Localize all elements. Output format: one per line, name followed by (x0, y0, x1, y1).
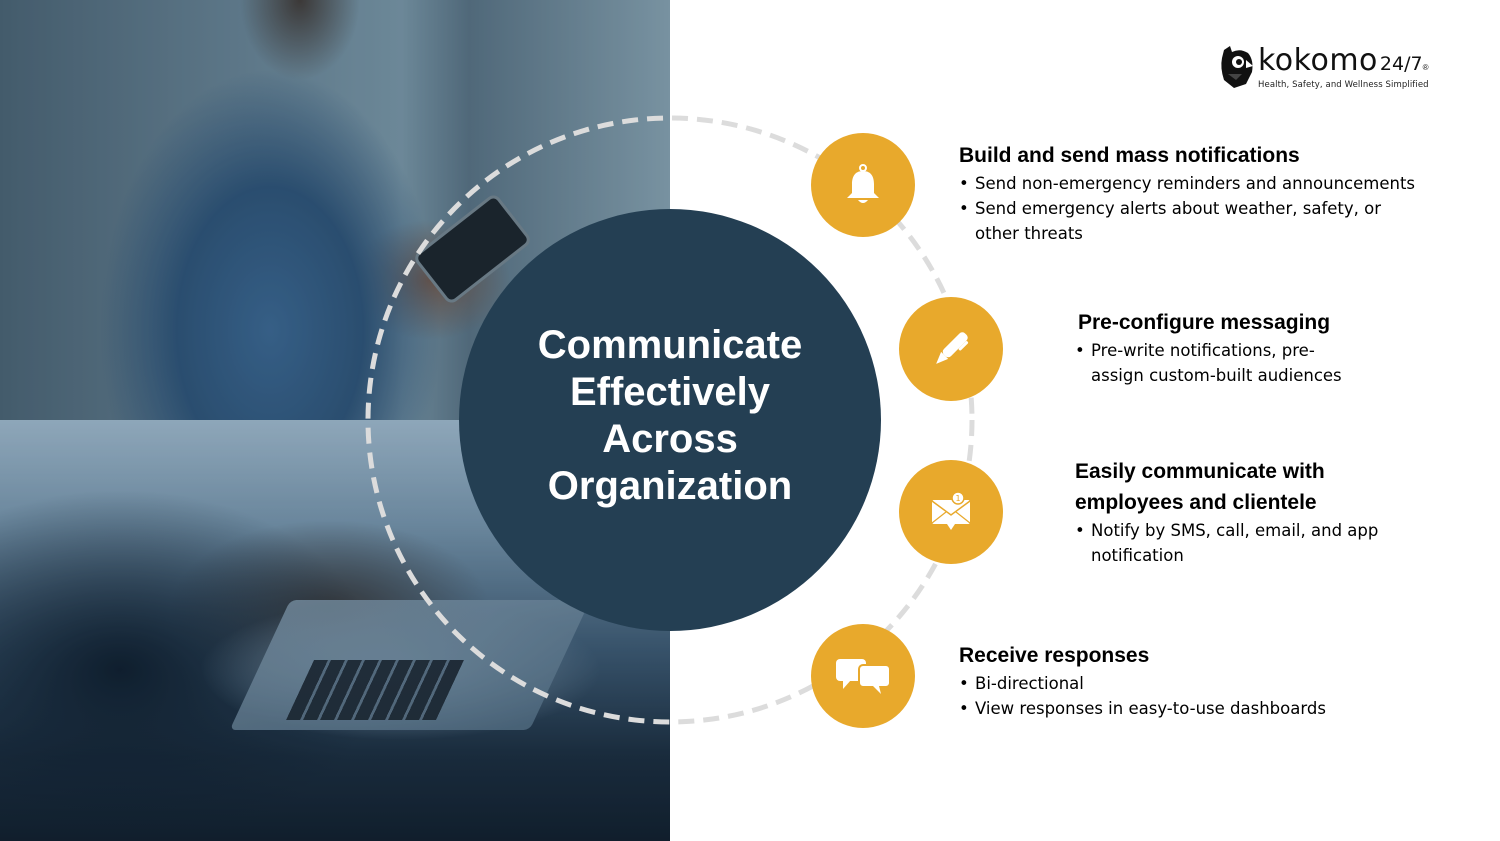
feature-preconfigure-messaging: Pre-configure messaging Pre-write notifi… (1075, 307, 1365, 388)
chat-bubbles-icon (836, 659, 891, 694)
bell-icon (847, 164, 879, 203)
svg-text:1: 1 (955, 494, 960, 503)
brand-suffix: 24/7 (1379, 53, 1423, 75)
owl-logo-icon (1221, 46, 1253, 88)
feature-title: Easily communicate with employees and cl… (1075, 460, 1325, 514)
pen-icon (936, 332, 969, 364)
feature-easily-communicate: Easily communicate with employees and cl… (1075, 456, 1405, 568)
feature-icon-circle-1 (811, 133, 915, 237)
feature-bullets: Pre-write notifications, pre-assign cust… (1075, 338, 1365, 388)
feature-title: Pre-configure messaging (1078, 311, 1331, 334)
bullet-item: Notify by SMS, call, email, and app noti… (1075, 518, 1395, 568)
hub-title: Communicate Effectively Across Organizat… (537, 323, 803, 508)
feature-mass-notifications: Build and send mass notifications Send n… (959, 140, 1439, 246)
brand-name: kokomo (1258, 43, 1378, 78)
feature-icon-circle-4 (811, 624, 915, 728)
feature-receive-responses: Receive responses Bi-directional View re… (959, 640, 1379, 721)
feature-icon-circle-3: 1 (899, 460, 1003, 564)
bullet-item: Send emergency alerts about weather, saf… (959, 196, 1399, 246)
feature-title: Receive responses (959, 644, 1150, 667)
bullet-item: View responses in easy-to-use dashboards (959, 696, 1379, 721)
feature-bullets: Bi-directional View responses in easy-to… (959, 671, 1379, 721)
bullet-item: Send non-emergency reminders and announc… (959, 171, 1439, 196)
bullet-item: Bi-directional (959, 671, 1379, 696)
brand-tagline: Health, Safety, and Wellness Simplified (1258, 80, 1429, 90)
feature-bullets: Send non-emergency reminders and announc… (959, 171, 1439, 246)
feature-title: Build and send mass notifications (959, 144, 1300, 167)
registered-mark: ® (1422, 63, 1429, 72)
feature-bullets: Notify by SMS, call, email, and app noti… (1075, 518, 1405, 568)
central-hub-circle: Communicate Effectively Across Organizat… (459, 209, 881, 631)
envelope-notification-icon: 1 (931, 491, 971, 530)
bullet-item: Pre-write notifications, pre-assign cust… (1075, 338, 1355, 388)
feature-icon-circle-2 (899, 297, 1003, 401)
brand-logo: kokomo 24/7 ® Health, Safety, and Wellne… (1220, 44, 1429, 90)
